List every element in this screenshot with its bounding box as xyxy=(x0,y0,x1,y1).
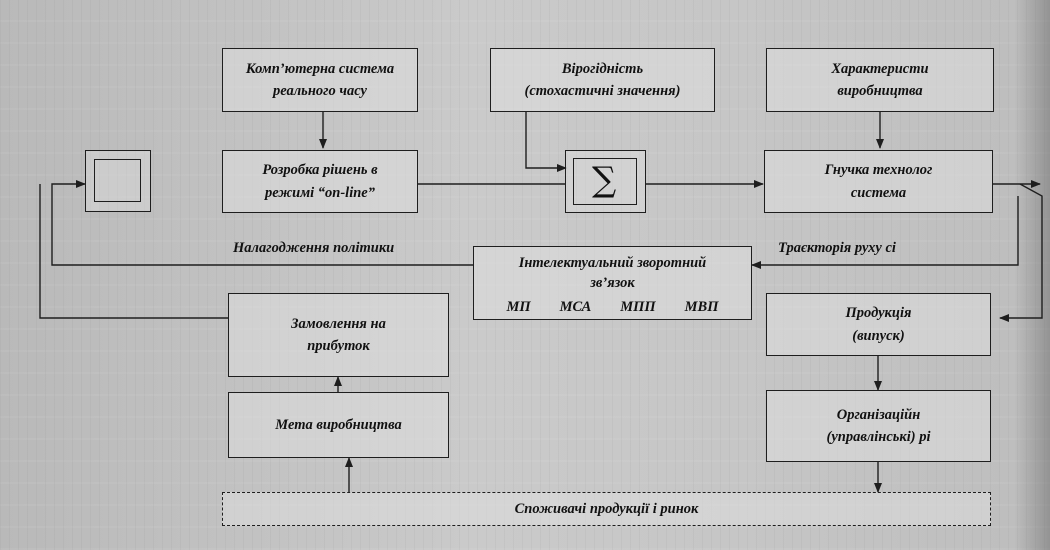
edge-order-to-left xyxy=(39,184,228,319)
block-realtime-system-line1: Комп’ютерна система xyxy=(245,60,395,77)
block-consumers-text: Споживачі продукції і ринок xyxy=(514,500,699,517)
block-feedback-line2: зв’язок xyxy=(590,275,635,292)
edge-probability-to-sigma xyxy=(525,112,567,172)
block-order-line2: прибуток xyxy=(307,338,370,354)
monitor-screen-icon xyxy=(94,159,141,202)
subsystem-mvp: МВП xyxy=(684,299,719,315)
block-feedback: Інтелектуальний зворотний зв’язок МП МСА… xyxy=(473,246,752,320)
block-organizational: Організаційн (управлінські) рі xyxy=(766,390,991,462)
label-policy-tuning: Налагодження політики xyxy=(233,240,395,256)
block-flexible-system-line1: Гнучка технолог xyxy=(824,162,933,179)
block-products: Продукція (випуск) xyxy=(766,293,991,356)
edge-trajectory-return xyxy=(751,196,1019,269)
block-products-line2: (випуск) xyxy=(852,327,905,344)
block-order-line1: Замовлення на xyxy=(291,315,386,332)
feedback-subsystems: МП МСА МПП МВП xyxy=(474,297,751,317)
page-edge-shadow xyxy=(1014,0,1050,550)
block-realtime-system: Комп’ютерна система реального часу xyxy=(222,48,418,112)
block-probability: Вірогідність (стохастичні значення) xyxy=(490,48,715,112)
block-consumers: Споживачі продукції і ринок xyxy=(222,492,991,526)
edge-right-loop-outer xyxy=(999,183,1043,322)
block-flexible-system-line2: система xyxy=(850,184,907,201)
block-characteristics-line1: Характеристи xyxy=(831,60,929,77)
block-probability-line1: Вірогідність xyxy=(561,60,644,77)
block-organizational-line1: Організаційн xyxy=(836,406,921,423)
sigma-symbol: ∑ xyxy=(592,160,617,200)
subsystem-mpp: МПП xyxy=(620,299,656,315)
monitor-icon xyxy=(85,150,151,212)
block-goal: Мета виробництва xyxy=(228,392,449,458)
block-realtime-system-line2: реального часу xyxy=(273,83,367,99)
subsystem-mp: МП xyxy=(506,299,531,315)
block-characteristics-line2: виробництва xyxy=(837,83,923,99)
block-decisions-line2: режимі “on-line” xyxy=(265,184,375,201)
block-probability-line2: (стохастичні значення) xyxy=(524,83,681,99)
block-decisions-line1: Розробка рішень в xyxy=(262,162,378,179)
block-feedback-line1: Інтелектуальний зворотний xyxy=(518,255,707,271)
block-products-line1: Продукція xyxy=(845,305,912,322)
block-organizational-line2: (управлінські) рі xyxy=(826,429,931,445)
block-characteristics: Характеристи виробництва xyxy=(766,48,994,112)
subsystem-msa: МСА xyxy=(559,299,592,315)
summator-block: ∑ xyxy=(565,150,646,213)
block-order: Замовлення на прибуток xyxy=(228,293,449,377)
block-flexible-system: Гнучка технолог система xyxy=(764,150,993,213)
block-goal-text: Мета виробництва xyxy=(275,416,402,433)
summator-inner-frame xyxy=(573,158,637,205)
edge-feedback-to-monitor xyxy=(51,180,473,266)
block-decisions: Розробка рішень в режимі “on-line” xyxy=(222,150,418,213)
label-trajectory: Траєкторія руху сі xyxy=(778,240,896,256)
